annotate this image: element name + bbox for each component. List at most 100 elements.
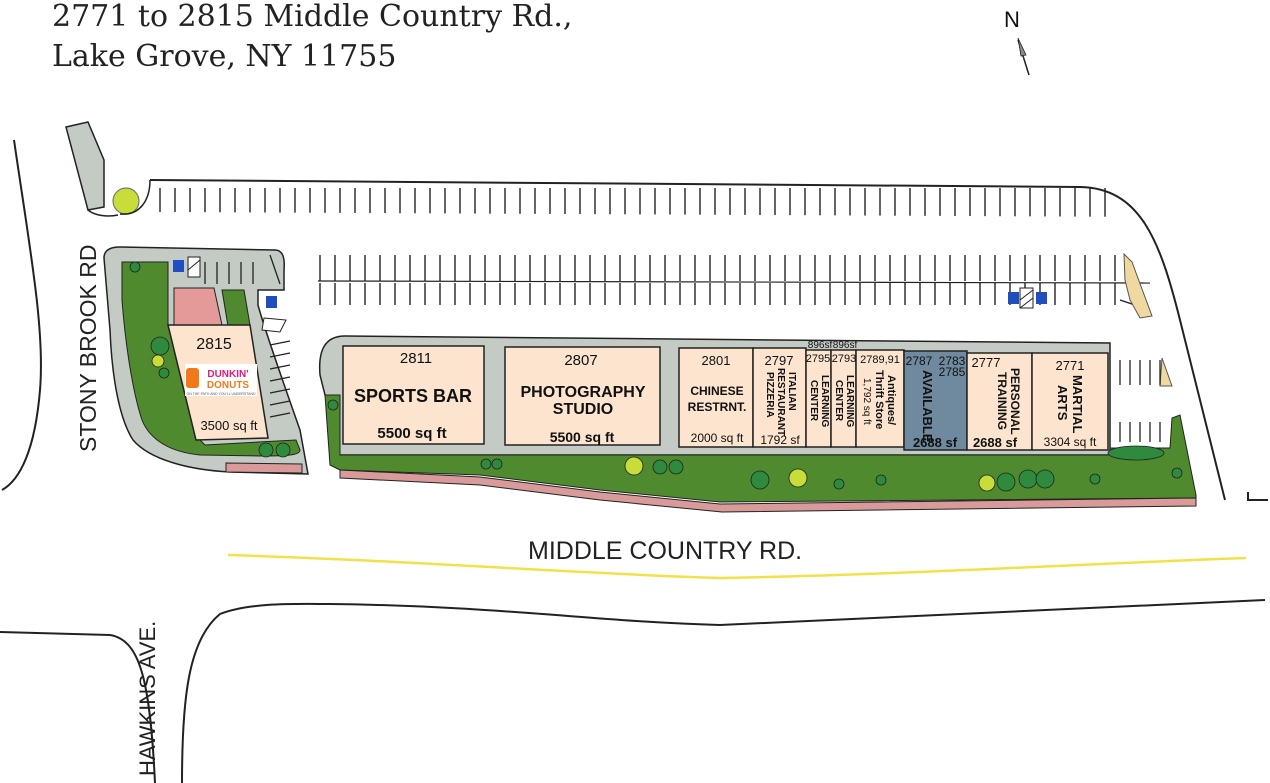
north-arrow-icon bbox=[1017, 37, 1027, 57]
pad-sqft: 3500 sq ft bbox=[200, 418, 257, 433]
unit-2801-number: 2801 bbox=[702, 353, 731, 368]
flower bbox=[978, 474, 996, 492]
shrub bbox=[480, 458, 492, 470]
unit-2807-name-1: PHOTOGRAPHY bbox=[520, 384, 645, 401]
unit-2797-sqft: 1792 sf bbox=[760, 433, 800, 447]
logo-tagline: ON THE PATH AND YOU'LL UNDERSTAND bbox=[186, 392, 256, 396]
north-curb bbox=[149, 179, 1226, 501]
handicap-icon bbox=[173, 260, 184, 272]
unit-2811-sqft: 5500 sq ft bbox=[377, 425, 446, 442]
unit-2807-sqft: 5500 sq ft bbox=[550, 429, 615, 445]
parking-stripe bbox=[269, 364, 291, 370]
unit-2795 bbox=[805, 349, 832, 448]
unit-2797 bbox=[752, 347, 807, 448]
pad-landscape bbox=[121, 261, 301, 457]
unit-2777-number: 2777 bbox=[972, 355, 1001, 370]
shrub bbox=[750, 470, 770, 490]
parking-stripe bbox=[269, 352, 291, 358]
flower bbox=[151, 354, 165, 368]
nw-drive-curve bbox=[119, 179, 151, 215]
parking-stripe bbox=[269, 412, 291, 418]
pad-patio bbox=[173, 287, 223, 326]
stony-brook-edge-west bbox=[1, 139, 42, 491]
parking-stripe bbox=[269, 376, 291, 382]
unit-2771-sqft: 3304 sq ft bbox=[1044, 435, 1097, 449]
unit-2801-name-1: CHINESE bbox=[690, 384, 743, 398]
unit-2797-name-1: ITALIAN bbox=[786, 372, 797, 411]
unit-2787-number: 2787 bbox=[906, 354, 933, 368]
east-edge-marker bbox=[1247, 492, 1268, 501]
unit-2807-number: 2807 bbox=[564, 352, 597, 369]
middle-country-rd-label: MIDDLE COUNTRY RD. bbox=[528, 537, 802, 565]
unit-2811-name: SPORTS BAR bbox=[354, 386, 472, 406]
hatched-stall bbox=[187, 256, 201, 278]
pad-number: 2815 bbox=[196, 336, 232, 353]
unit-2783-number: 2783 bbox=[939, 354, 966, 368]
nw-island bbox=[65, 121, 105, 211]
strip-shrubs bbox=[327, 399, 1183, 492]
road-outlines bbox=[0, 139, 1268, 783]
unit-2797-name-3: PIZZERIA bbox=[764, 372, 775, 418]
unit-2777 bbox=[966, 352, 1033, 451]
shrub bbox=[875, 474, 887, 486]
shrub bbox=[158, 367, 170, 379]
handicap-icon bbox=[1036, 292, 1047, 304]
stony-brook-rd-label: STONY BROOK RD bbox=[75, 245, 101, 452]
unit-2785-number: 2785 bbox=[939, 365, 966, 379]
shrub bbox=[150, 336, 170, 356]
address-line-2: Lake Grove, NY 11755 bbox=[52, 39, 397, 74]
unit-2795-name-1: LEARNING bbox=[819, 375, 830, 427]
shrub bbox=[1035, 469, 1055, 489]
shrub bbox=[327, 399, 339, 411]
unit-2811-number: 2811 bbox=[400, 350, 432, 367]
median-yellow-line bbox=[227, 553, 1247, 580]
dunkin-logo: DUNKIN' DONUTS ON THE PATH AND YOU'LL UN… bbox=[185, 364, 257, 396]
unit-2777-name-1: PERSONAL bbox=[1008, 368, 1022, 435]
shrub bbox=[1018, 469, 1038, 489]
unit-2807 bbox=[504, 346, 661, 446]
unit-2789-sqft: 1,792 sq ft bbox=[861, 378, 872, 425]
logo-line-1: DUNKIN' bbox=[207, 369, 248, 380]
unit-2801-name-2: RESTRNT. bbox=[688, 400, 747, 414]
handicap-stalls-middle bbox=[1008, 287, 1047, 309]
handicap-icon bbox=[1008, 292, 1019, 304]
unit-2797-name-2: RESTAURANT bbox=[775, 368, 786, 436]
nw-island-curve bbox=[87, 209, 119, 217]
unit-2793-number: 2793 bbox=[832, 353, 856, 365]
unit-2793-sqft: 896sf bbox=[833, 340, 858, 351]
unit-2795-sqft: 896sf bbox=[808, 340, 833, 351]
shrub bbox=[129, 261, 141, 273]
unit-2811 bbox=[342, 345, 485, 445]
flower bbox=[624, 456, 644, 476]
shrub bbox=[275, 442, 291, 458]
pad-sidewalk bbox=[225, 462, 303, 474]
unit-labels: 2811 SPORTS BAR 5500 sq ft 2807 PHOTOGRA… bbox=[185, 336, 1097, 450]
unit-2801-sqft: 2000 sq ft bbox=[691, 431, 744, 445]
unit-2793 bbox=[830, 349, 857, 448]
coffee-cup-icon bbox=[186, 368, 199, 388]
parking-stripe bbox=[269, 340, 291, 346]
middle-parking-stripes bbox=[319, 255, 1116, 305]
unit-2789-name-2: Thrift Store bbox=[873, 370, 885, 429]
main-strip bbox=[318, 335, 1197, 513]
unit-2795-name-2: CENTER bbox=[808, 380, 819, 422]
shrub bbox=[1089, 473, 1101, 485]
unit-2771 bbox=[1031, 352, 1109, 451]
middle-row-divider bbox=[317, 280, 1151, 284]
unit-2789-name-1: Antiques/ bbox=[885, 375, 897, 425]
flower bbox=[788, 468, 808, 488]
logo-line-2: DONUTS bbox=[207, 380, 250, 391]
shrub bbox=[258, 442, 274, 458]
shrub bbox=[833, 478, 845, 490]
unit-2793-name-1: LEARNING bbox=[844, 375, 855, 427]
unit-2797-number: 2797 bbox=[765, 353, 794, 368]
shrub bbox=[652, 459, 668, 475]
pad-stalls bbox=[204, 254, 291, 418]
pad-site bbox=[103, 246, 309, 475]
unit-2795-number: 2795 bbox=[806, 353, 830, 365]
east-island-2 bbox=[1159, 357, 1173, 387]
strip-landscape bbox=[324, 394, 1197, 503]
strip-sidewalk bbox=[339, 469, 1197, 513]
unit-2771-name-2: ARTS bbox=[1055, 385, 1070, 421]
